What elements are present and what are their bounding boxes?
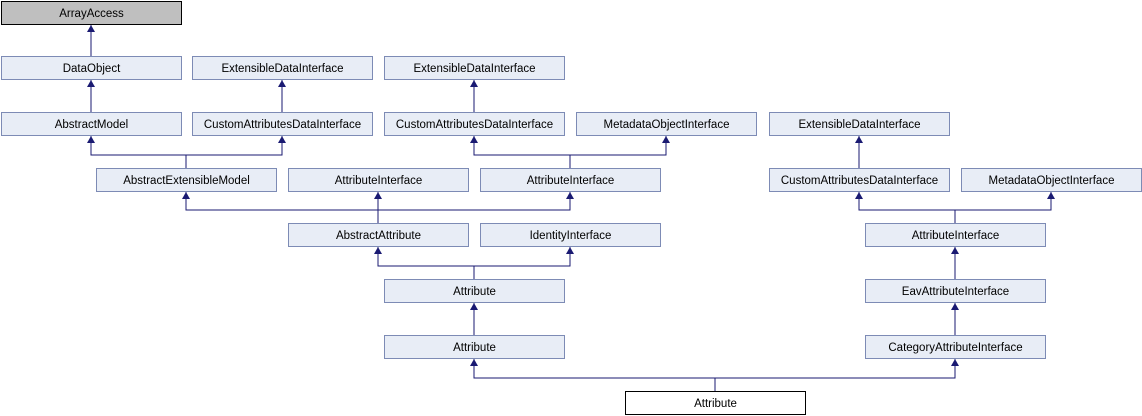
class-node-n1[interactable]: ArrayAccess xyxy=(1,1,182,25)
class-node-n20[interactable]: Attribute xyxy=(384,335,565,359)
class-node-box xyxy=(96,168,277,192)
class-node-n6[interactable]: CustomAttributesDataInterface xyxy=(192,112,373,136)
class-node-n5[interactable]: AbstractModel xyxy=(1,112,182,136)
class-node-n8[interactable]: MetadataObjectInterface xyxy=(576,112,757,136)
class-node-box xyxy=(480,168,661,192)
class-node-label: CategoryAttributeInterface xyxy=(888,342,1022,354)
class-node-box xyxy=(769,112,950,136)
class-node-box xyxy=(576,112,757,136)
class-node-n2[interactable]: DataObject xyxy=(1,56,182,80)
class-node-box xyxy=(384,335,565,359)
class-node-box xyxy=(480,223,661,247)
class-node-label: DataObject xyxy=(63,63,121,75)
class-node-box xyxy=(865,335,1046,359)
class-node-box xyxy=(288,168,469,192)
class-node-n15[interactable]: AbstractAttribute xyxy=(288,223,469,247)
inheritance-edge-n12-n8 xyxy=(570,136,670,156)
inheritance-edge-n12-n7 xyxy=(470,136,570,156)
class-node-box xyxy=(192,56,373,80)
class-node-n12[interactable]: AttributeInterface xyxy=(480,168,661,192)
class-node-n7[interactable]: CustomAttributesDataInterface xyxy=(384,112,565,136)
class-node-label: ExtensibleDataInterface xyxy=(413,63,535,75)
class-node-box xyxy=(1,1,182,25)
class-node-box xyxy=(384,56,565,80)
class-node-label: CustomAttributesDataInterface xyxy=(204,119,361,131)
class-node-box xyxy=(384,112,565,136)
class-node-label: AbstractModel xyxy=(55,119,129,131)
class-node-box xyxy=(625,391,806,415)
inheritance-edge-n18-n15 xyxy=(374,247,474,267)
class-node-box xyxy=(769,168,950,192)
inheritance-edge-n15-n12 xyxy=(378,192,574,211)
class-node-n18[interactable]: Attribute xyxy=(384,279,565,303)
class-node-box xyxy=(288,223,469,247)
class-node-label: AttributeInterface xyxy=(335,175,423,187)
inheritance-edge-n17-n13 xyxy=(855,192,955,211)
class-node-n16[interactable]: IdentityInterface xyxy=(480,223,661,247)
class-node-box xyxy=(1,56,182,80)
class-node-n19[interactable]: EavAttributeInterface xyxy=(865,279,1046,303)
class-node-label: CustomAttributesDataInterface xyxy=(396,119,553,131)
inheritance-edge-n10-n5 xyxy=(87,136,186,156)
class-node-label: IdentityInterface xyxy=(530,230,612,242)
class-node-n14[interactable]: MetadataObjectInterface xyxy=(961,168,1142,192)
class-node-box xyxy=(865,223,1046,247)
class-node-n13[interactable]: CustomAttributesDataInterface xyxy=(769,168,950,192)
class-node-label: AttributeInterface xyxy=(912,230,1000,242)
inheritance-edge-n18-n16 xyxy=(474,247,574,267)
inheritance-edge-n15-n10 xyxy=(182,192,378,211)
class-node-label: AbstractExtensibleModel xyxy=(123,175,250,187)
class-node-n3[interactable]: ExtensibleDataInterface xyxy=(192,56,373,80)
class-node-label: AttributeInterface xyxy=(527,175,615,187)
class-node-label: MetadataObjectInterface xyxy=(604,119,730,131)
class-node-label: ArrayAccess xyxy=(59,8,124,20)
class-node-label: Attribute xyxy=(453,286,496,298)
class-node-n9[interactable]: ExtensibleDataInterface xyxy=(769,112,950,136)
inheritance-edge-n17-n14 xyxy=(955,192,1055,211)
inheritance-edge-n22-n21 xyxy=(715,359,959,379)
class-node-label: CustomAttributesDataInterface xyxy=(781,175,938,187)
class-node-box xyxy=(865,279,1046,303)
class-node-box xyxy=(384,279,565,303)
class-node-box xyxy=(1,112,182,136)
edges-layer xyxy=(87,25,1055,391)
class-node-label: MetadataObjectInterface xyxy=(989,175,1115,187)
inheritance-edge-n10-n6 xyxy=(186,136,286,156)
class-node-label: ExtensibleDataInterface xyxy=(798,119,920,131)
class-node-n22[interactable]: Attribute xyxy=(625,391,806,415)
class-node-n17[interactable]: AttributeInterface xyxy=(865,223,1046,247)
inheritance-edge-n22-n20 xyxy=(470,359,715,379)
class-node-label: Attribute xyxy=(694,398,737,410)
class-node-label: AbstractAttribute xyxy=(336,230,421,242)
class-node-label: Attribute xyxy=(453,342,496,354)
class-node-n10[interactable]: AbstractExtensibleModel xyxy=(96,168,277,192)
class-node-n11[interactable]: AttributeInterface xyxy=(288,168,469,192)
class-node-n4[interactable]: ExtensibleDataInterface xyxy=(384,56,565,80)
class-node-n21[interactable]: CategoryAttributeInterface xyxy=(865,335,1046,359)
class-node-label: EavAttributeInterface xyxy=(902,286,1009,298)
class-node-label: ExtensibleDataInterface xyxy=(221,63,343,75)
class-node-box xyxy=(192,112,373,136)
